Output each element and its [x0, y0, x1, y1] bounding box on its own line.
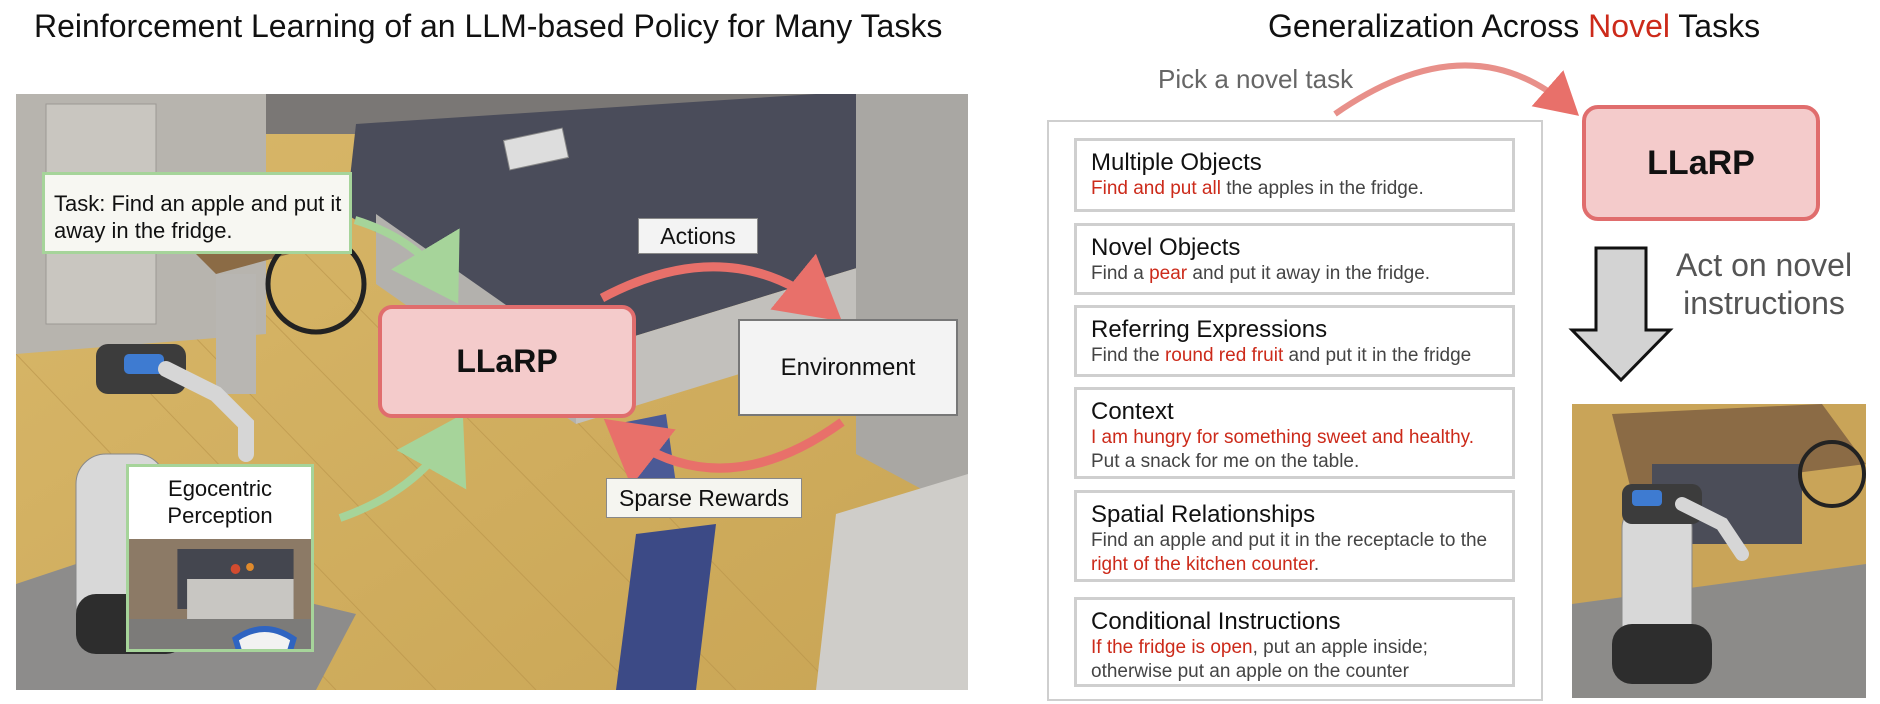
pick-task-arrow: [1333, 62, 1580, 117]
task-card-description: If the fridge is open, put an apple insi…: [1091, 636, 1500, 684]
description-text: the apples in the fridge.: [1220, 178, 1424, 199]
task-text: Task: Find an apple and put it away in t…: [54, 191, 342, 243]
task-instruction-box: Task: Find an apple and put it away in t…: [42, 172, 352, 254]
highlighted-phrase: pear: [1149, 263, 1188, 284]
highlighted-phrase: right of the kitchen counter: [1091, 554, 1314, 575]
rewards-arrow: [603, 418, 845, 487]
description-text: Put a snack for me on the table.: [1091, 451, 1360, 472]
description-text: Find an apple and put it in the receptac…: [1091, 530, 1488, 551]
robot-scene-image: [1572, 404, 1866, 698]
task-card-title: Multiple Objects: [1091, 149, 1262, 176]
highlighted-phrase: Find and put all: [1091, 178, 1221, 199]
description-text: , put an apple inside; otherwise put an …: [1091, 637, 1428, 682]
description-text: Find the: [1091, 345, 1165, 366]
task-card-description: I am hungry for something sweet and heal…: [1091, 426, 1500, 474]
task-to-llarp-arrow: [353, 216, 460, 304]
egocentric-camera-image: [129, 539, 311, 649]
highlighted-phrase: If the fridge is open: [1091, 637, 1253, 658]
llarp-policy-box: LLaRP: [378, 305, 636, 418]
novel-highlight: Novel: [1588, 8, 1670, 44]
task-card-title: Context: [1091, 398, 1174, 425]
task-card-description: Find the round red fruit and put it in t…: [1091, 344, 1500, 368]
environment-label: Environment: [780, 353, 916, 381]
llarp-label: LLaRP: [456, 343, 558, 379]
description-text: and put it away in the fridge.: [1187, 263, 1431, 284]
highlighted-phrase: I am hungry for something sweet and heal…: [1091, 427, 1475, 448]
right-title: Generalization Across Novel Tasks: [1268, 8, 1761, 44]
environment-box: Environment: [738, 319, 958, 416]
perception-to-llarp-arrow: [338, 414, 467, 522]
task-card-description: Find and put all the apples in the fridg…: [1091, 177, 1500, 201]
act-on-novel-label: Act on novel instructions: [1675, 247, 1853, 321]
llarp-novel-label: LLaRP: [1647, 143, 1755, 182]
task-card-title: Referring Expressions: [1091, 316, 1328, 343]
left-title: Reinforcement Learning of an LLM-based P…: [34, 8, 943, 44]
description-text: .: [1313, 554, 1320, 575]
egocentric-perception-box: Egocentric Perception: [126, 464, 314, 652]
act-down-arrow: [1568, 246, 1674, 383]
description-text: and put it in the fridge: [1283, 345, 1472, 366]
task-card-title: Conditional Instructions: [1091, 608, 1341, 635]
llarp-novel-box: LLaRP: [1582, 105, 1820, 221]
actions-label: Actions: [660, 222, 736, 249]
actions-arrow: [599, 253, 842, 322]
task-card-title: Novel Objects: [1091, 234, 1241, 261]
sparse-rewards-box: Sparse Rewards: [606, 478, 802, 518]
highlighted-phrase: round red fruit: [1164, 345, 1284, 366]
description-text: Find a: [1091, 263, 1150, 284]
task-card-description: Find a pear and put it away in the fridg…: [1091, 262, 1500, 286]
pick-task-label: Pick a novel task: [1158, 64, 1354, 94]
task-card-description: Find an apple and put it in the receptac…: [1091, 529, 1500, 577]
task-card-title: Spatial Relationships: [1091, 501, 1316, 528]
sparse-rewards-label: Sparse Rewards: [618, 484, 790, 511]
actions-box: Actions: [638, 218, 758, 254]
egocentric-label: Egocentric Perception: [167, 476, 273, 528]
